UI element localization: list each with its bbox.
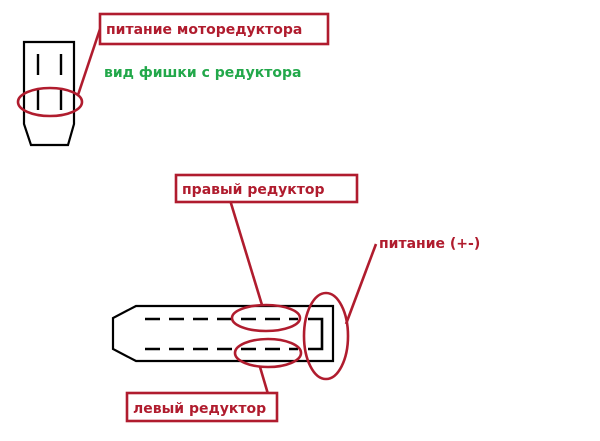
connector-side-view — [111, 304, 335, 363]
label-left-reducer: левый редуктор — [125, 391, 279, 423]
label-right-reducer-box — [174, 173, 359, 204]
label-right-reducer: правый редуктор — [174, 173, 359, 204]
highlight-right-reducer — [230, 303, 302, 333]
highlight-left-reducer — [233, 337, 303, 369]
connector-highlight-ellipse — [16, 86, 84, 118]
leader-right-reducer — [228, 199, 264, 306]
label-right-reducer-text: правый редуктор — [182, 182, 325, 198]
leader-motor-power — [76, 28, 102, 96]
leader-power — [344, 243, 378, 325]
label-motor-power-text: питание моторедуктора — [106, 22, 302, 38]
label-power-text: питание (+-) — [379, 236, 480, 252]
label-left-reducer-text: левый редуктор — [133, 401, 266, 417]
connector-end-bracket — [308, 317, 324, 351]
connector-top-view — [16, 40, 84, 147]
note-connector-view: вид фишки с редуктора — [104, 65, 301, 81]
label-left-reducer-box — [125, 391, 279, 423]
connector-body-outline — [22, 40, 76, 147]
connector-side-outline — [111, 304, 335, 363]
label-motor-power: питание моторедуктора — [98, 12, 330, 46]
label-motor-power-box — [98, 12, 330, 46]
highlight-power — [302, 291, 350, 381]
leader-left-reducer — [258, 366, 270, 395]
